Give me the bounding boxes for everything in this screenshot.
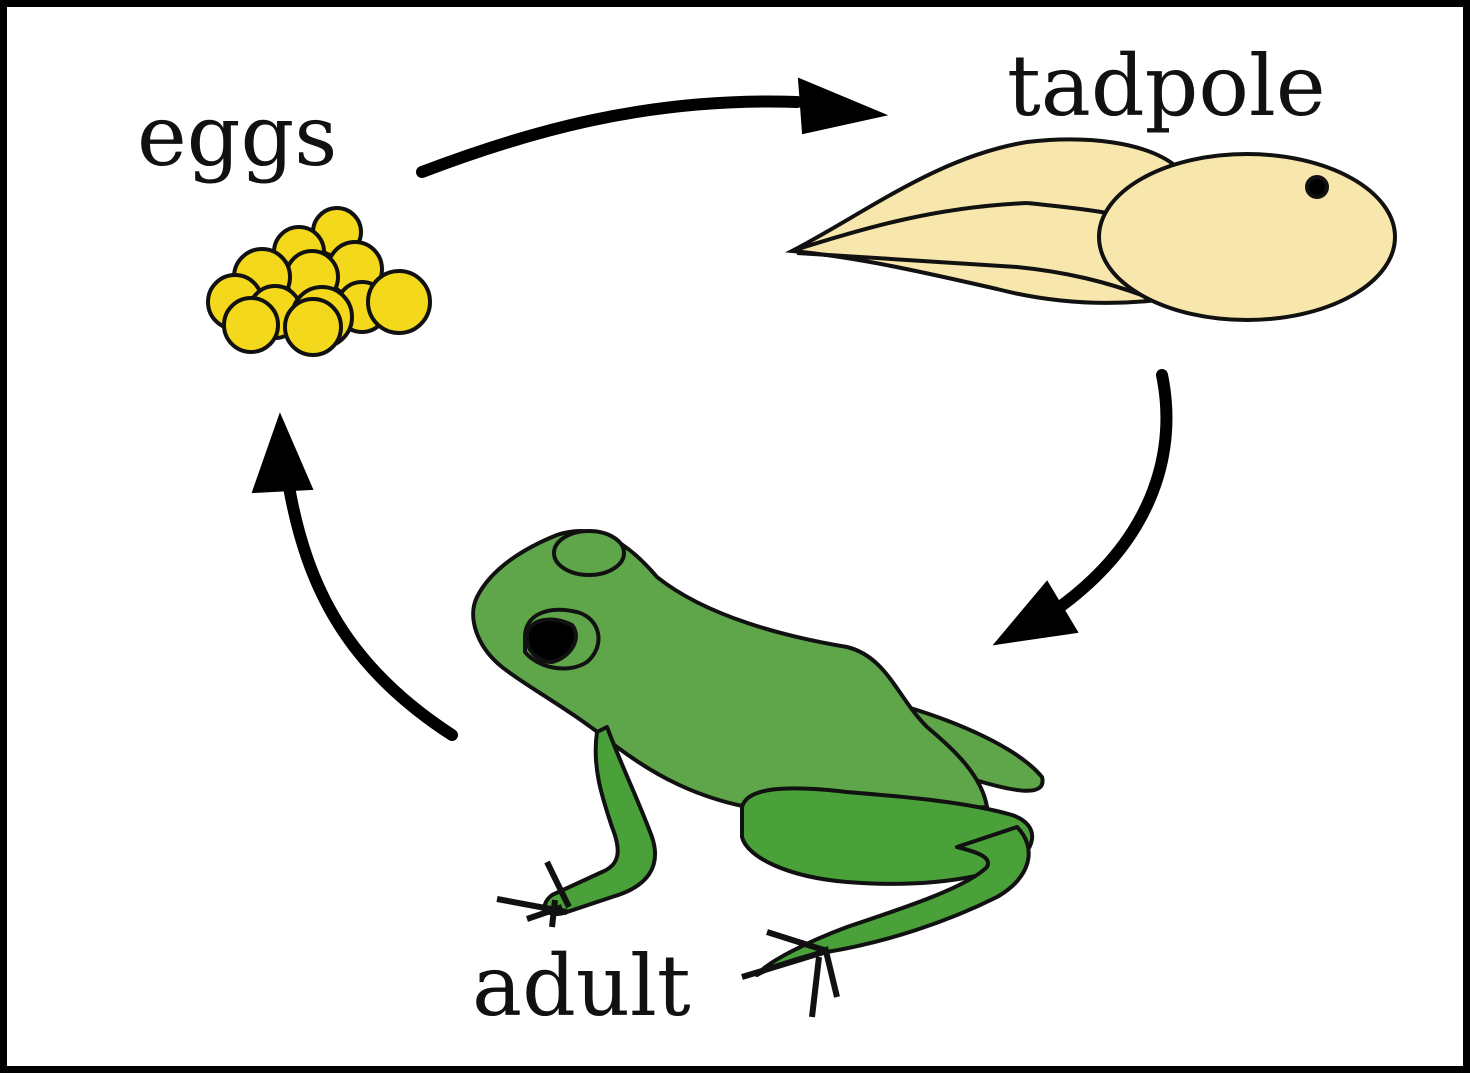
eggs-illustration bbox=[208, 208, 430, 355]
arrow-tadpole-to-adult bbox=[1057, 375, 1166, 609]
arrow-adult-to-eggs bbox=[289, 487, 452, 735]
life-cycle-diagram: eggs tadpole adult bbox=[7, 7, 1470, 1080]
tadpole-illustration bbox=[792, 139, 1395, 320]
tadpole-label: tadpole bbox=[1007, 37, 1326, 135]
arrowhead-adult bbox=[995, 582, 1077, 644]
arrowhead-eggs bbox=[253, 415, 312, 492]
eggs-label: eggs bbox=[137, 87, 337, 185]
arrowhead-tadpole bbox=[799, 79, 885, 133]
arrow-eggs-to-tadpole bbox=[422, 102, 797, 172]
adult-label: adult bbox=[472, 937, 691, 1035]
